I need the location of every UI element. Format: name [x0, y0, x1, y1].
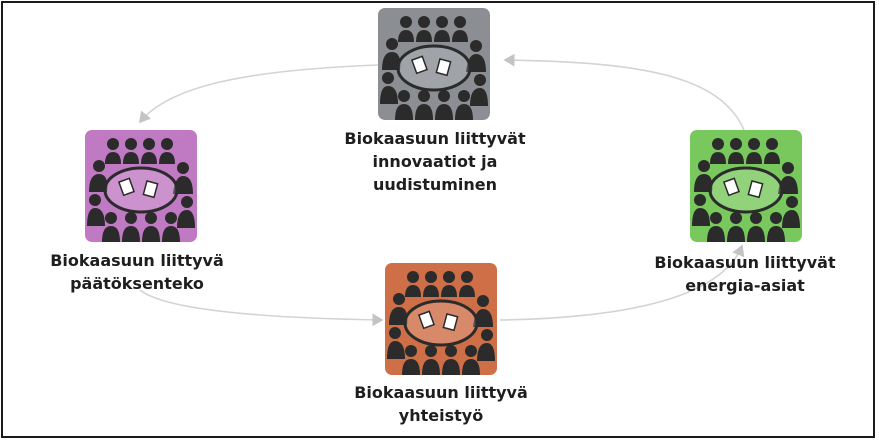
- label-energy: Biokaasuun liittyvät energia-asiat: [640, 251, 850, 297]
- label-innovations: Biokaasuun liittyvät innovaatiot ja uudi…: [330, 127, 540, 196]
- meeting-figures: [692, 138, 800, 242]
- connector-innovations-to-decision: [138, 64, 379, 124]
- connector-decision-to-cooperation: [139, 289, 384, 327]
- group-meeting-icon: [692, 138, 800, 242]
- node-cooperation: [385, 263, 497, 375]
- label-line: Biokaasuun liittyvä: [50, 251, 224, 270]
- group-meeting-icon: [87, 138, 195, 242]
- meeting-figures: [380, 16, 488, 120]
- label-line: Biokaasuun liittyvät: [344, 129, 526, 148]
- label-line: uudistuminen: [372, 175, 498, 194]
- label-line: Biokaasuun liittyvä: [354, 383, 528, 402]
- group-meeting-icon: [387, 271, 495, 375]
- meeting-figures: [87, 138, 195, 242]
- label-line: yhteistyö: [398, 406, 484, 425]
- label-line: Biokaasuun liittyvät: [654, 253, 836, 272]
- connector-energy-to-innovations: [503, 53, 745, 131]
- node-energy: [690, 130, 802, 242]
- label-line: innovaatiot ja: [372, 152, 498, 171]
- label-cooperation: Biokaasuun liittyvä yhteistyö: [336, 381, 546, 427]
- meeting-figures: [387, 271, 495, 375]
- node-innovations: [378, 8, 490, 120]
- label-line: energia-asiat: [685, 276, 805, 295]
- label-decision: Biokaasuun liittyvä päätöksenteko: [32, 249, 242, 295]
- connector-cooperation-to-energy: [499, 244, 745, 321]
- group-meeting-icon: [380, 16, 488, 120]
- node-decision: [85, 130, 197, 242]
- label-line: päätöksenteko: [70, 274, 204, 293]
